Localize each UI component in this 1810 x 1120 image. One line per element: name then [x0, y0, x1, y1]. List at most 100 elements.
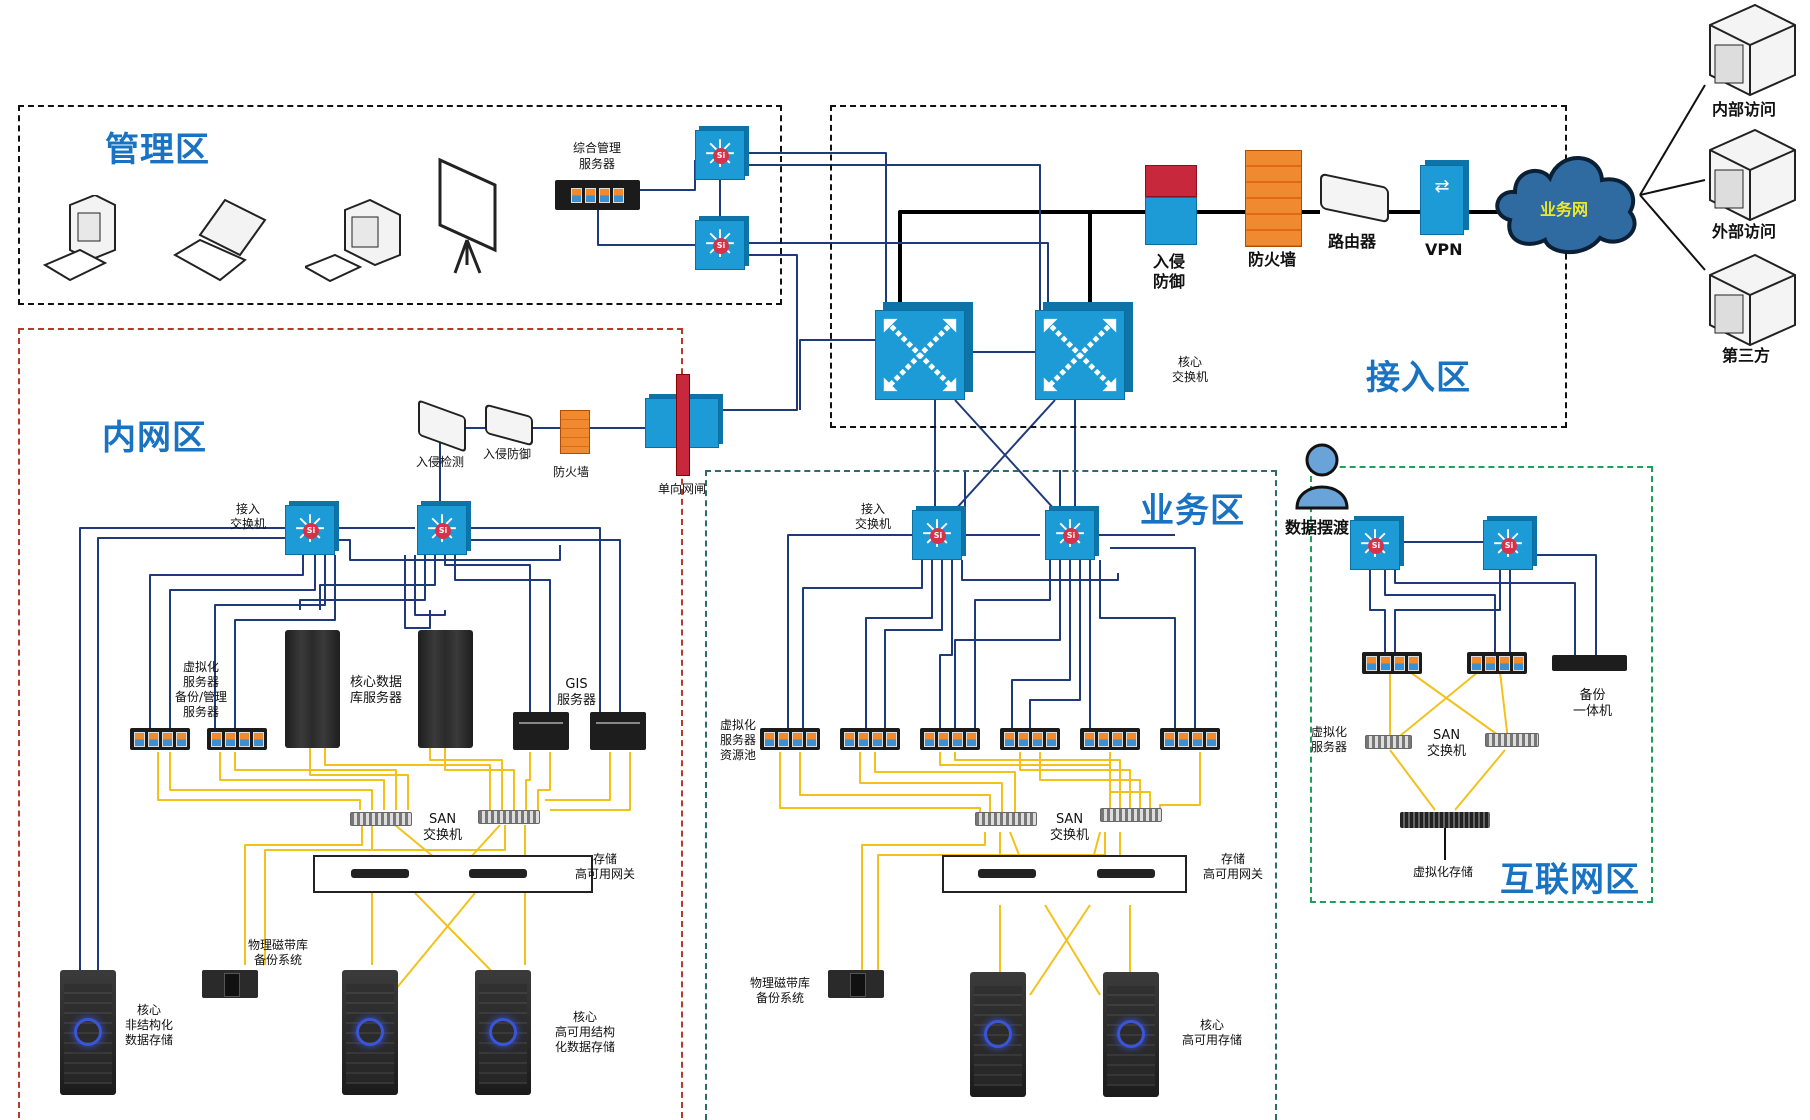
mgmt-switch-1-icon[interactable]: ✳Si [695, 130, 745, 180]
business-access-switch-label: 接入 交换机 [855, 502, 892, 531]
virtual-storage-label: 虚拟化存储 [1413, 865, 1474, 879]
third-party-server-icon[interactable] [1700, 250, 1796, 347]
business-virt-pool-label: 虚拟化 服务器 资源池 [720, 718, 757, 762]
ids-label: 入侵检测 [416, 455, 465, 469]
business-storage-1-icon[interactable] [970, 972, 1026, 1097]
gis-server-1-icon[interactable] [513, 712, 569, 750]
intranet-firewall-icon[interactable] [560, 410, 590, 454]
external-access-server-icon[interactable] [1700, 125, 1796, 222]
structured-storage-1-icon[interactable] [342, 970, 398, 1095]
internet-san-switch-label: SAN 交换机 [1427, 728, 1467, 759]
zone-business-title: 业务区 [1140, 491, 1245, 531]
business-storage-2-icon[interactable] [1103, 972, 1159, 1097]
intranet-fiber-links [157, 745, 631, 991]
vpn-icon[interactable]: ⇄ [1420, 165, 1464, 235]
desktop-pc-icon [40, 193, 116, 282]
core-db-server-2-icon[interactable] [418, 630, 473, 748]
internet-san-switch-1-icon[interactable] [1365, 735, 1412, 749]
firewall-label: 防火墙 [1248, 250, 1297, 269]
intranet-access-switch-1-icon[interactable]: ✳Si [285, 505, 335, 555]
internet-switch-2-icon[interactable]: ✳Si [1483, 520, 1533, 570]
one-way-gateway-icon[interactable] [645, 374, 719, 476]
structured-storage-label: 核心 高可用结构 化数据存储 [555, 1010, 616, 1054]
business-virt-server-5-icon[interactable] [1080, 728, 1140, 750]
data-ferry-label: 数据摆渡 [1285, 518, 1350, 537]
business-access-switch-2-icon[interactable]: ✳Si [1045, 510, 1095, 560]
intranet-access-switch-label: 接入 交换机 [230, 502, 267, 531]
backup-appliance-icon[interactable] [1552, 655, 1627, 671]
external-links [1639, 84, 1706, 271]
gis-server-2-icon[interactable] [590, 712, 646, 750]
cloud-label: 业务网 [1540, 200, 1589, 219]
external-access-label: 外部访问 [1712, 222, 1777, 241]
router-label: 路由器 [1328, 232, 1377, 251]
business-storage-gateway-label: 存储 高可用网关 [1203, 852, 1264, 881]
business-virt-server-6-icon[interactable] [1160, 728, 1220, 750]
core-db-server-label: 核心数据 库服务器 [350, 675, 403, 706]
intranet-virt-server-label: 虚拟化 服务器 备份/管理 服务器 [175, 660, 228, 719]
backup-appliance-label: 备份 一体机 [1573, 688, 1613, 719]
zone-management [18, 105, 782, 305]
internet-virt-server-2-icon[interactable] [1467, 652, 1527, 674]
internet-fiber-links [1389, 671, 1509, 811]
internet-virt-server-1-icon[interactable] [1362, 652, 1422, 674]
firewall-icon[interactable] [1245, 150, 1302, 247]
intranet-storage-gateway-label: 存储 高可用网关 [575, 852, 636, 881]
intranet-access-switch-2-icon[interactable]: ✳Si [417, 505, 467, 555]
data-ferry-user-icon[interactable] [1292, 440, 1352, 510]
zone-access-title: 接入区 [1366, 358, 1471, 398]
business-tape-library-icon[interactable] [828, 970, 884, 998]
business-san-switch-1-icon[interactable] [975, 812, 1037, 826]
core-switch-2-icon[interactable] [1035, 310, 1125, 400]
workstation-icon [302, 195, 401, 283]
structured-storage-2-icon[interactable] [475, 970, 531, 1095]
mgmt-switch-2-icon[interactable]: ✳Si [695, 220, 745, 270]
intranet-san-switch-2-icon[interactable] [478, 810, 540, 824]
business-san-switch-label: SAN 交换机 [1050, 812, 1090, 843]
zone-internet [1310, 466, 1653, 903]
business-virt-server-1-icon[interactable] [760, 728, 820, 750]
business-virt-server-4-icon[interactable] [1000, 728, 1060, 750]
internet-ethernet-links [1369, 541, 1597, 655]
internet-switch-1-icon[interactable]: ✳Si [1350, 520, 1400, 570]
business-storage-label: 核心 高可用存储 [1182, 1018, 1243, 1047]
intranet-virt-server-1-icon[interactable] [130, 728, 190, 750]
zone-internet-title: 互联网区 [1500, 860, 1640, 900]
core-db-server-1-icon[interactable] [285, 630, 340, 748]
intranet-san-switch-1-icon[interactable] [350, 812, 412, 826]
zone-access [830, 105, 1567, 428]
business-virt-server-3-icon[interactable] [920, 728, 980, 750]
projector-screen-icon [435, 155, 505, 274]
unstructured-storage-icon[interactable] [60, 970, 116, 1095]
zone-business [705, 470, 1277, 1120]
business-storage-gateway-icon[interactable] [942, 855, 1187, 893]
vpn-label: VPN [1425, 240, 1463, 259]
gis-server-label: GIS 服务器 [557, 677, 597, 708]
virtual-storage-icon[interactable] [1400, 812, 1490, 828]
unstructured-storage-label: 核心 非结构化 数据存储 [125, 1003, 174, 1047]
business-access-switch-1-icon[interactable]: ✳Si [912, 510, 962, 560]
mgmt-server-icon [555, 180, 640, 210]
zone-intranet [18, 328, 683, 1118]
intranet-tape-library-icon[interactable] [202, 970, 258, 998]
internet-san-switch-2-icon[interactable] [1485, 733, 1539, 747]
business-virt-server-2-icon[interactable] [840, 728, 900, 750]
internal-access-label: 内部访问 [1712, 100, 1777, 119]
ips-label: 入侵 防御 [1153, 252, 1186, 291]
internet-virt-server-label: 虚拟化 服务器 [1311, 725, 1348, 754]
intranet-storage-gateway-icon[interactable] [313, 855, 593, 893]
laptop-icon [170, 195, 267, 282]
one-way-gateway-label: 单向网闸 [658, 482, 707, 496]
core-switch-label: 核心 交换机 [1172, 355, 1209, 384]
cloud-icon[interactable] [1490, 140, 1645, 260]
ips-icon[interactable] [1145, 165, 1197, 245]
business-san-switch-2-icon[interactable] [1100, 808, 1162, 822]
core-switch-1-icon[interactable] [875, 310, 965, 400]
internal-access-server-icon[interactable] [1700, 0, 1796, 97]
intranet-san-switch-label: SAN 交换机 [423, 812, 463, 843]
backbone-links [898, 210, 1500, 320]
intranet-virt-server-2-icon[interactable] [207, 728, 267, 750]
management-links [597, 152, 1049, 411]
intranet-ethernet-links [79, 527, 621, 975]
